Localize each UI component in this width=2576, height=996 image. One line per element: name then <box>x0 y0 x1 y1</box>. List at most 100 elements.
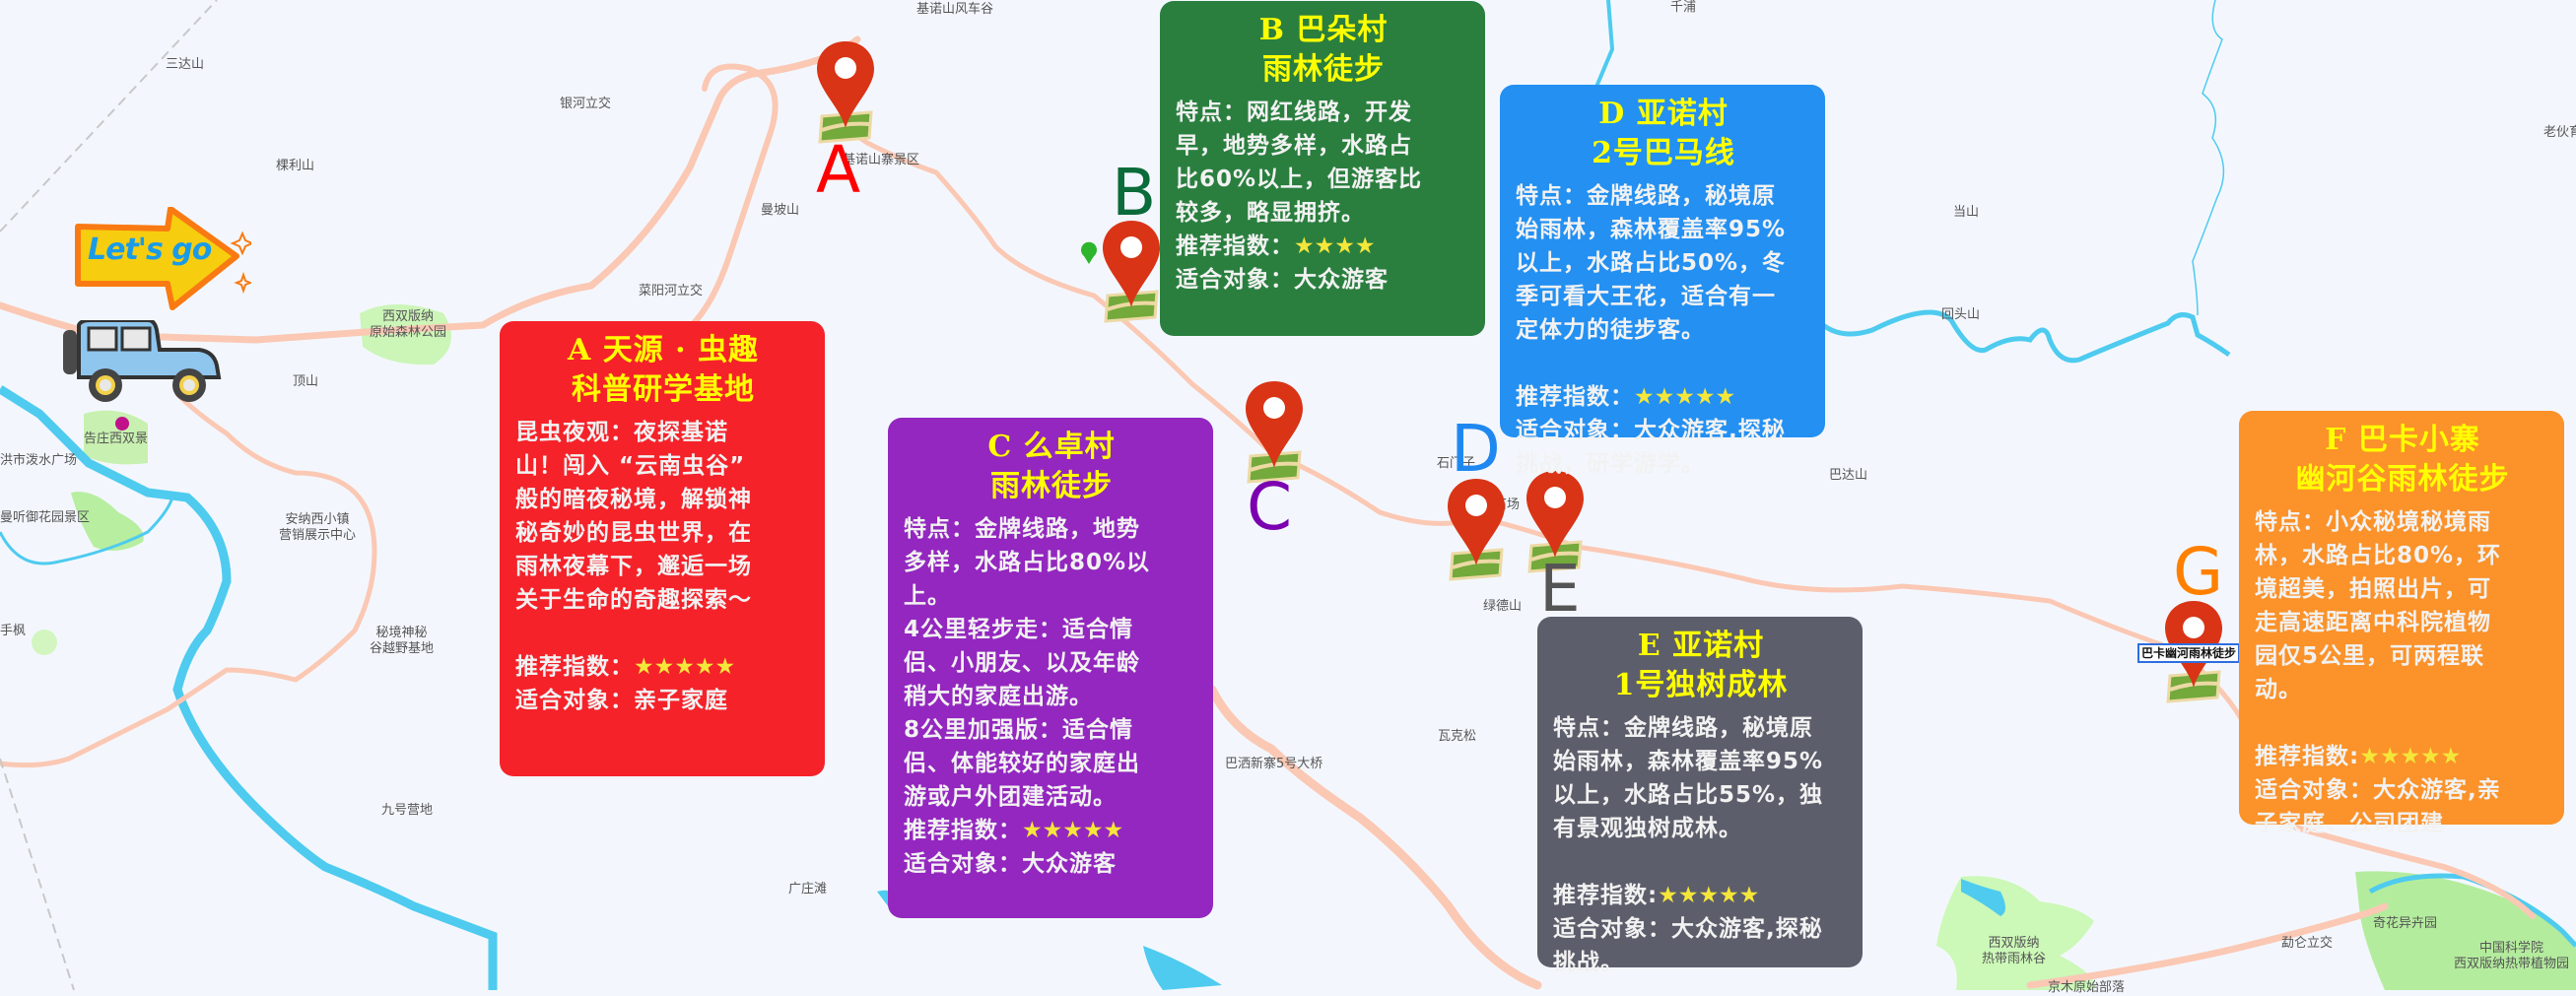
card-title: C 么卓村 雨林徒步 <box>904 428 1199 506</box>
map-place-label: 勐仑立交 <box>2281 936 2334 951</box>
railway-south <box>0 758 75 990</box>
stream <box>2192 0 2225 316</box>
rating-label: 推荐指数： <box>1176 233 1294 259</box>
marker-letter: G <box>2173 534 2224 610</box>
rating-label: 推荐指数： <box>515 654 634 680</box>
audience-label: 适合对象： <box>2255 777 2373 803</box>
map-place-label: 菜阳河立交 <box>639 284 704 299</box>
map-place-label: 棵利山 <box>276 159 315 173</box>
map-place-label: 顶山 <box>293 374 319 389</box>
audience-row: 适合对象：大众游客 <box>1176 263 1471 297</box>
route-card-f[interactable]: F 巴卡小寨 幽河谷雨林徒步 特点：小众秘境秘境雨 林，水路占比80%，环 境超… <box>2239 411 2564 836</box>
card-description: 昆虫夜观：夜探基诺 山！闯入 “云南虫谷” 般的暗夜秘境，解锁神 秘奇妙的昆虫世… <box>515 420 752 613</box>
river-north-east <box>1821 309 2231 364</box>
park-area-forest <box>360 304 451 365</box>
star-rating-icon: ★★★★★ <box>1658 883 1760 908</box>
star-rating-icon: ★★★★★ <box>1022 818 1124 843</box>
map-place-label: 基诺山风车谷 <box>916 2 994 17</box>
map-place-label: 回头山 <box>1941 307 1981 322</box>
marker-letter: D <box>1451 411 1501 487</box>
road-south <box>1207 685 1542 990</box>
map-pin-icon[interactable] <box>810 39 881 148</box>
map-place-label: 巴达山 <box>1829 468 1868 483</box>
card-title-line1: F 巴卡小寨 <box>2325 423 2480 457</box>
card-title-line2: 科普研学基地 <box>572 372 755 407</box>
map-place-label: 三达山 <box>166 57 205 72</box>
route-card-b[interactable]: B 巴朵村 雨林徒步 特点：网红线路，开发 早，地势多样，水路占 比60%以上，… <box>1160 1 1485 336</box>
park-area-mangting <box>71 492 144 551</box>
card-title-line1: A 天源 · 虫趣 <box>567 333 760 367</box>
road-trail-main <box>820 120 2250 732</box>
audience-label: 适合对象： <box>515 688 634 713</box>
map-place-label: 千浦 <box>1670 0 1697 15</box>
marker-letter: B <box>1112 155 1157 231</box>
audience-label: 适合对象： <box>904 851 1022 877</box>
route-card-d[interactable]: D 亚诺村 2号巴马线 特点：金牌线路，秘境原 始雨林，森林覆盖率95% 以上，… <box>1500 85 1825 477</box>
audience-value: 大众游客,探秘 挑战。 <box>1553 916 1823 975</box>
star-rating-icon: ★★★★ <box>1294 233 1376 259</box>
map-place-label: 手枫 <box>0 624 27 638</box>
park-area-gaozhuang <box>84 410 148 465</box>
card-description: 特点：金牌线路，秘境原 始雨林，森林覆盖率95% 以上，水路占比50%，冬 季可… <box>1516 183 1787 343</box>
jeep-icon <box>61 318 229 409</box>
audience-value: 大众游客 <box>1294 267 1389 293</box>
gaozhuang-marker <box>115 417 129 431</box>
rating-row: 推荐指数：★★★★★ <box>515 650 811 684</box>
river-branch <box>0 497 174 565</box>
poi-label-g[interactable]: 巴卡幽河雨林徒步 <box>2137 643 2241 663</box>
map-pin-icon[interactable] <box>1239 379 1310 488</box>
route-card-c[interactable]: C 么卓村 雨林徒步 特点：金牌线路，地势 多样，水路占比80%以 上。 4公里… <box>888 418 1213 918</box>
map-place-label: 西双版纳 原始森林公园 <box>370 309 447 340</box>
card-title: A 天源 · 虫趣 科普研学基地 <box>515 331 811 410</box>
rating-row: 推荐指数：★★★★★ <box>904 814 1199 847</box>
rating-label: 推荐指数: <box>2255 744 2360 769</box>
map-place-label: 巴洒新寨5号大桥 <box>1225 757 1323 771</box>
star-rating-icon: ★★★★★ <box>2359 744 2462 769</box>
card-title: B 巴朵村 雨林徒步 <box>1176 11 1471 90</box>
map-place-label: 曼坡山 <box>761 203 800 218</box>
rating-label: 推荐指数： <box>1516 384 1634 410</box>
audience-value: 大众游客,亲 子家庭、公司团建 <box>2255 777 2501 836</box>
audience-row: 适合对象：大众游客,亲 子家庭、公司团建 <box>2255 773 2550 840</box>
card-title-line2: 雨林徒步 <box>990 469 1113 503</box>
map-place-label: 九号营地 <box>381 803 434 818</box>
audience-value: 亲子家庭 <box>634 688 728 713</box>
map-place-label: 京木原始部落 <box>2048 980 2126 995</box>
lets-go-text: Let's go <box>88 232 212 267</box>
map-place-label: 中国科学院 西双版纳热带植物园 <box>2454 941 2570 971</box>
card-title-line1: C 么卓村 <box>987 430 1116 464</box>
map-place-label: 安纳西小镇 营销展示中心 <box>279 512 357 543</box>
audience-value: 大众游客 <box>1022 851 1117 877</box>
card-spacer <box>1553 845 1849 879</box>
river-north-east-2 <box>1594 0 1615 88</box>
card-title-line2: 雨林徒步 <box>1262 52 1385 87</box>
marker-letter: C <box>1247 469 1293 545</box>
route-card-e[interactable]: E 亚诺村 1号独树成林 特点：金牌线路，秘境原 始雨林，森林覆盖率95% 以上… <box>1537 617 1863 975</box>
route-card-a[interactable]: A 天源 · 虫趣 科普研学基地 昆虫夜观：夜探基诺 山！闯入 “云南虫谷” 般… <box>500 321 825 776</box>
star-rating-icon: ★★★★★ <box>1634 384 1736 410</box>
map-pin-icon[interactable] <box>1441 477 1512 585</box>
card-title: F 巴卡小寨 幽河谷雨林徒步 <box>2255 421 2550 499</box>
map-place-label: 石门子 <box>1437 456 1476 471</box>
lake <box>1143 946 1222 990</box>
map-place-label: 曼听御花园景区 <box>0 510 91 525</box>
audience-row: 适合对象：大众游客,探秘 挑战，研学游学。 <box>1516 414 1811 481</box>
map-place-label: 绿德山 <box>1483 599 1523 614</box>
rating-row: 推荐指数:★★★★★ <box>1553 879 1849 912</box>
rating-label: 推荐指数: <box>1553 883 1659 908</box>
map-place-label: 基诺山寨景区 <box>843 153 920 167</box>
map-place-label: 广庄滩 <box>788 882 828 896</box>
park-area-rainforest-valley <box>1936 876 2095 990</box>
map-place-label: 老伙育 <box>2543 125 2576 140</box>
park-area-botanical <box>2355 871 2576 990</box>
small-green-marker <box>1080 241 1097 264</box>
map-pin-icon[interactable] <box>1096 219 1167 327</box>
map-place-label: 瓦克松 <box>1438 729 1477 744</box>
card-title: E 亚诺村 1号独树成林 <box>1553 627 1849 705</box>
card-description: 特点：小众秘境秘境雨 林，水路占比80%，环 境超美，拍照出片，可 走高速距离中… <box>2255 509 2502 702</box>
card-description: 特点：金牌线路，地势 多样，水路占比80%以 上。 4公里轻步走：适合情 侣、小… <box>904 516 1151 810</box>
audience-label: 适合对象： <box>1553 916 1671 942</box>
map-pin-icon[interactable] <box>1520 469 1591 577</box>
rating-row: 推荐指数：★★★★ <box>1176 230 1471 263</box>
